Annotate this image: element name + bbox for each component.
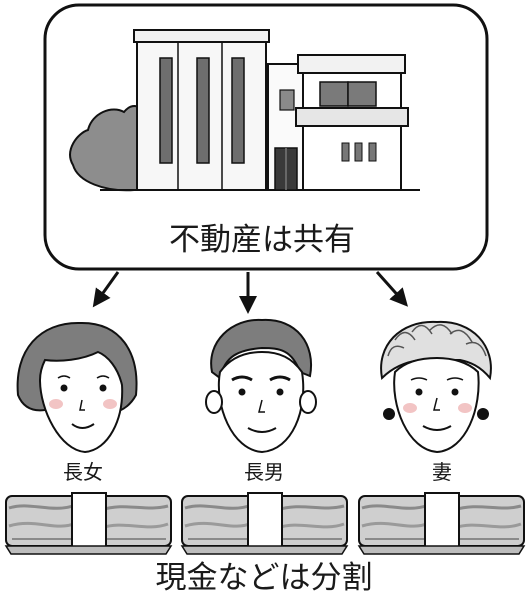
eldest-son-icon — [205, 318, 317, 454]
heir-label-eldest-son: 長男 — [244, 460, 284, 484]
heir-label-wife: 妻 — [432, 460, 452, 484]
property-caption: 不動産は共有 — [169, 222, 355, 258]
eldest-daughter-icon — [16, 321, 138, 454]
wife-icon — [380, 320, 492, 454]
heir-label-eldest-daughter: 長女 — [63, 460, 103, 484]
arrow-to-wife — [375, 271, 408, 307]
banknote-bundle-icon — [4, 491, 526, 556]
house-icon — [69, 29, 420, 192]
cash-caption: 現金などは分割 — [155, 560, 373, 596]
arrow-to-eldest-daughter — [92, 271, 120, 308]
